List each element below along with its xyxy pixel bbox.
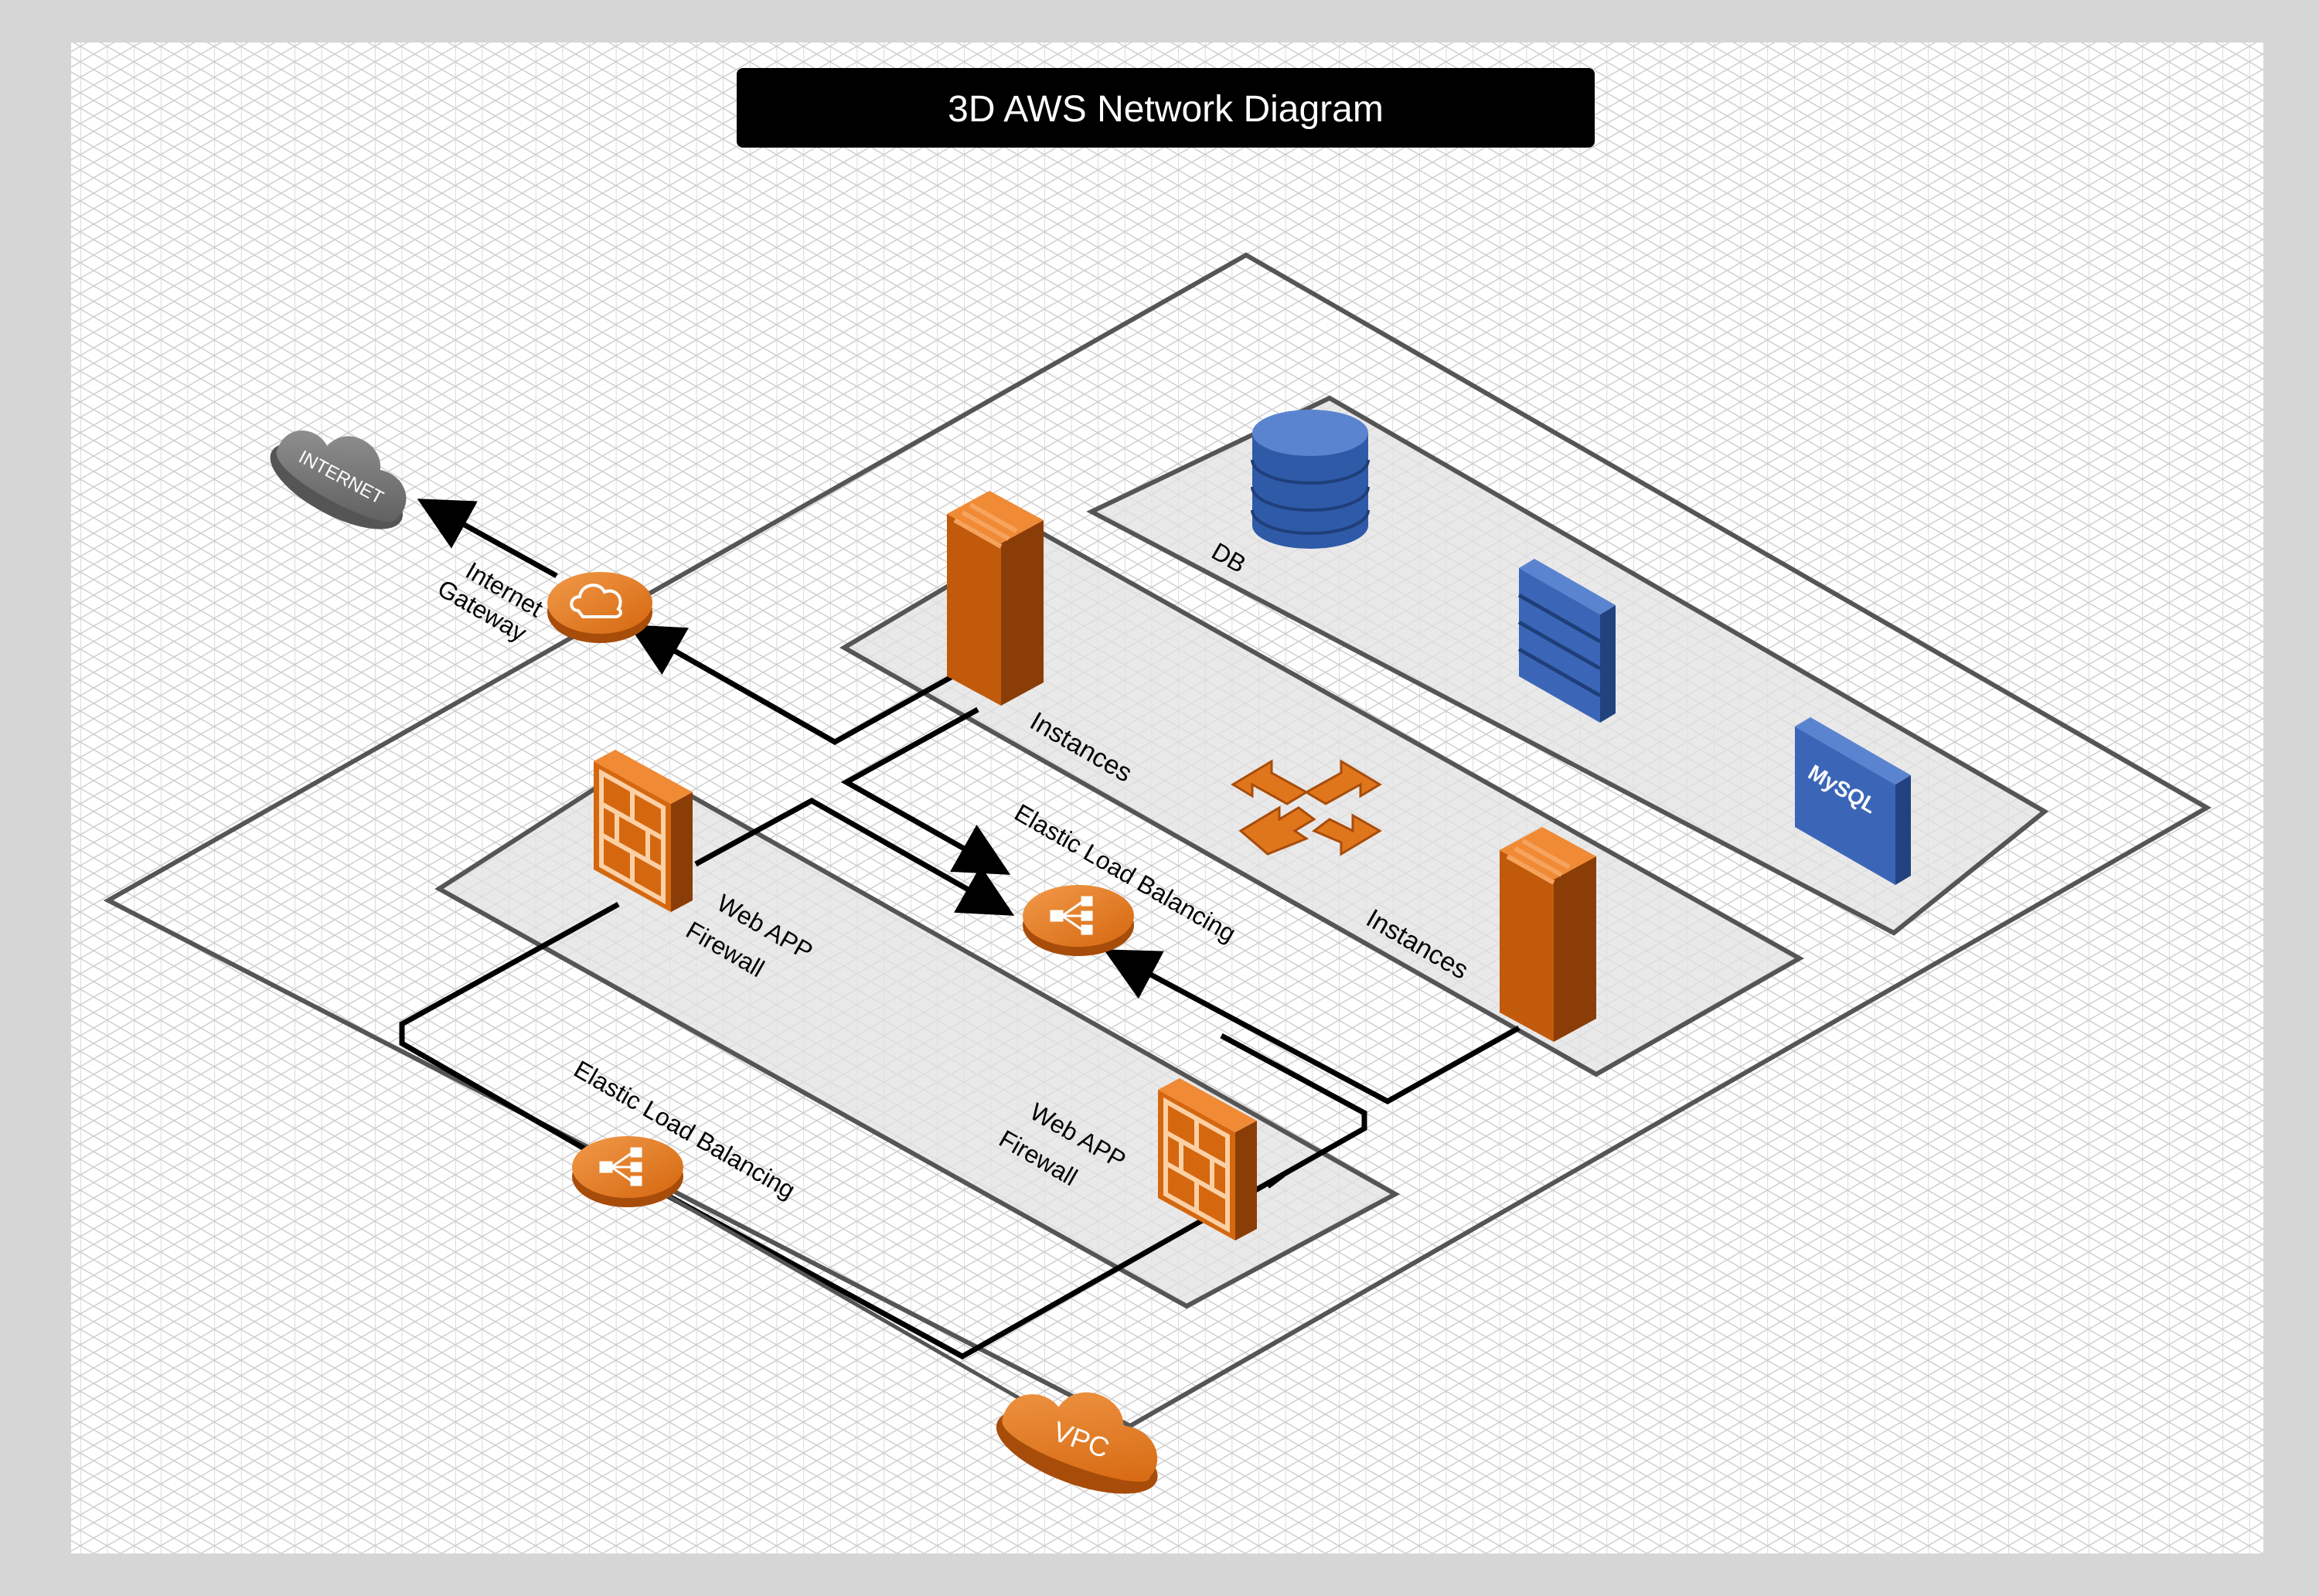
load-balancer-icon xyxy=(1023,885,1134,956)
connector-elb-to-waf2 xyxy=(663,1033,1367,1360)
connectors xyxy=(399,499,1520,1360)
vpc-cloud-icon: VPC xyxy=(996,1392,1158,1494)
connector-instance2-to-elb xyxy=(1103,949,1520,1104)
db-block-stack-icon xyxy=(1517,559,1616,723)
cloudfront-arrows-icon xyxy=(1231,759,1382,856)
ec2-instance-icon xyxy=(947,491,1044,706)
vpc-boundary xyxy=(103,252,2212,1429)
connector-instance-to-elb xyxy=(840,706,1011,875)
ec2-instance-icon-2 xyxy=(1500,827,1596,1042)
connector-waf-to-lower-elb xyxy=(399,901,620,1162)
connector-waf-to-elb xyxy=(694,797,1015,916)
web-app-firewall-icon-2 xyxy=(1158,1078,1257,1240)
connector-waf2-to-vpc xyxy=(1265,1172,1285,1189)
connector-instance-to-gateway xyxy=(628,624,964,746)
title-banner: 3D AWS Network Diagram xyxy=(737,68,1595,148)
connector-gateway-to-internet xyxy=(417,499,558,579)
web-app-firewall-icon xyxy=(594,750,693,912)
mysql-icon: MySQL xyxy=(1795,717,1911,885)
database-icon xyxy=(1251,410,1370,549)
diagram-title: 3D AWS Network Diagram xyxy=(948,89,1384,130)
load-balancer-icon-2 xyxy=(572,1136,683,1207)
internet-cloud-icon: INTERNET xyxy=(270,430,407,529)
internet-gateway-icon xyxy=(547,572,652,643)
connector-elb-to-vpc xyxy=(663,1192,1022,1401)
